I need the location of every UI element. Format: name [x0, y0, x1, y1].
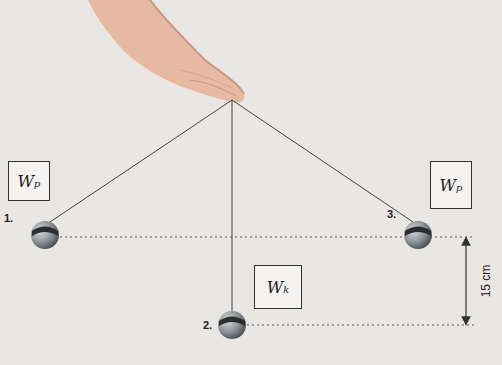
- position-number: 1.: [4, 212, 13, 224]
- balls: [31, 221, 432, 339]
- energy-symbol: Wₚ: [440, 176, 463, 195]
- height-lines: [60, 237, 474, 325]
- energy-symbol: Wₚ: [18, 172, 41, 191]
- dimension-label: 15 cm: [479, 263, 493, 300]
- position-number: 3.: [387, 208, 396, 220]
- hand: [88, 0, 244, 103]
- dimension-arrow: [465, 241, 466, 321]
- energy-symbol: Wₖ: [267, 278, 289, 297]
- strings: [47, 100, 416, 311]
- energy-box: Wₚ: [430, 161, 472, 209]
- energy-box: Wₚ: [8, 161, 50, 201]
- position-number: 2.: [203, 319, 212, 331]
- energy-box: Wₖ: [254, 265, 302, 309]
